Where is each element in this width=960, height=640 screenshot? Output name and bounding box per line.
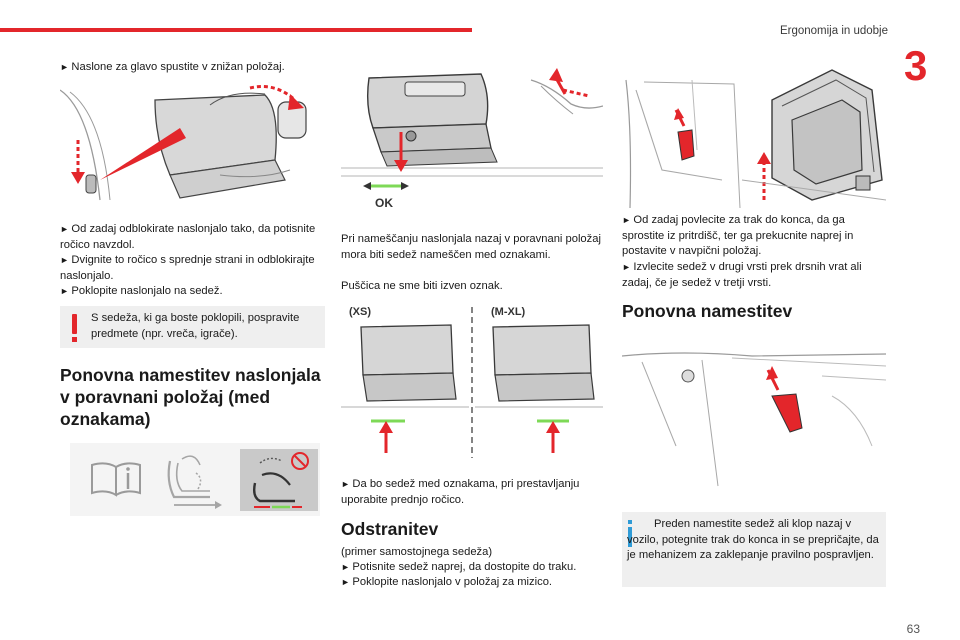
bullet-headrests: Naslone za glavo spustite v znižan polož… bbox=[60, 60, 325, 76]
paragraph-position-marks: Pri nameščanju naslonjala nazaj v poravn… bbox=[341, 233, 601, 261]
info-icon-bar bbox=[628, 527, 632, 547]
seat-position-illustration: OK bbox=[341, 68, 603, 210]
bullet-pull-strap: Od zadaj povlecite za trak do konca, da … bbox=[622, 213, 886, 260]
bullet-table-position: Poklopite naslonjalo v položaj za mizico… bbox=[341, 575, 603, 591]
info-text: Preden namestite sedež ali klop nazaj v … bbox=[627, 518, 879, 561]
reinstall-illustration bbox=[622, 352, 886, 487]
bullet-fold-back: Poklopite naslonjalo na sedež. bbox=[60, 284, 325, 300]
figure-seat-ok-position: OK bbox=[341, 56, 603, 214]
seat-adjust-icon bbox=[167, 455, 222, 509]
heading-reinstall: Ponovna namestitev bbox=[622, 301, 793, 321]
warning-icon-dot bbox=[72, 337, 77, 342]
remove-example: (primer samostojnega sedeža) bbox=[341, 546, 493, 558]
paragraph-arrow-marks: Puščica ne sme biti izven oznak. bbox=[341, 280, 503, 292]
warning-box: S sedeža, ki ga boste poklopili, posprav… bbox=[60, 306, 325, 348]
figure-reinstall-strap bbox=[622, 336, 886, 496]
size-label-xs: (XS) bbox=[349, 306, 371, 318]
heading-reinstall-backrest: Ponovna namestitev naslonjala v poravnan… bbox=[60, 365, 321, 429]
info-icon bbox=[628, 520, 632, 524]
bullet-take-out-seat: Izvlecite sedež v drugi vrsti prek drsni… bbox=[622, 260, 886, 291]
figure-strap-release bbox=[622, 60, 886, 208]
seat-fold-icon bbox=[252, 452, 309, 509]
section-title: Ergonomija in udobje bbox=[779, 25, 888, 37]
figure-seat-sizes: (XS) (M-XL) bbox=[341, 303, 603, 458]
seat-lever-illustration bbox=[60, 85, 307, 201]
book-icon bbox=[91, 462, 141, 497]
heading-remove: Odstranitev bbox=[341, 519, 439, 539]
page-number: 63 bbox=[906, 622, 920, 636]
info-box: Preden namestite sedež ali klop nazaj v … bbox=[622, 512, 886, 587]
strap-release-illustration bbox=[625, 69, 886, 208]
ok-label: OK bbox=[375, 196, 393, 210]
figure-headrest-lever bbox=[60, 80, 325, 205]
figure-icons-strip bbox=[70, 443, 320, 516]
instruction-icons bbox=[91, 449, 318, 511]
seat-size-illustration: (XS) (M-XL) bbox=[341, 306, 603, 458]
warning-text: S sedeža, ki ga boste poklopili, posprav… bbox=[91, 312, 300, 340]
bullet-unlock-lift: Dvignite to ročico s sprednje strani in … bbox=[60, 253, 325, 284]
bullet-front-lever: Da bo sedež med oznakama, pri prestavlja… bbox=[341, 477, 603, 508]
warning-icon bbox=[72, 314, 77, 334]
chapter-number: 3 bbox=[904, 42, 928, 89]
bullet-unlock-push: Od zadaj odblokirate naslonjalo tako, da… bbox=[60, 222, 325, 253]
header-accent-bar bbox=[0, 28, 472, 32]
size-label-mxl: (M-XL) bbox=[491, 306, 526, 318]
bullet-push-seat: Potisnite sedež naprej, da dostopite do … bbox=[341, 560, 603, 576]
